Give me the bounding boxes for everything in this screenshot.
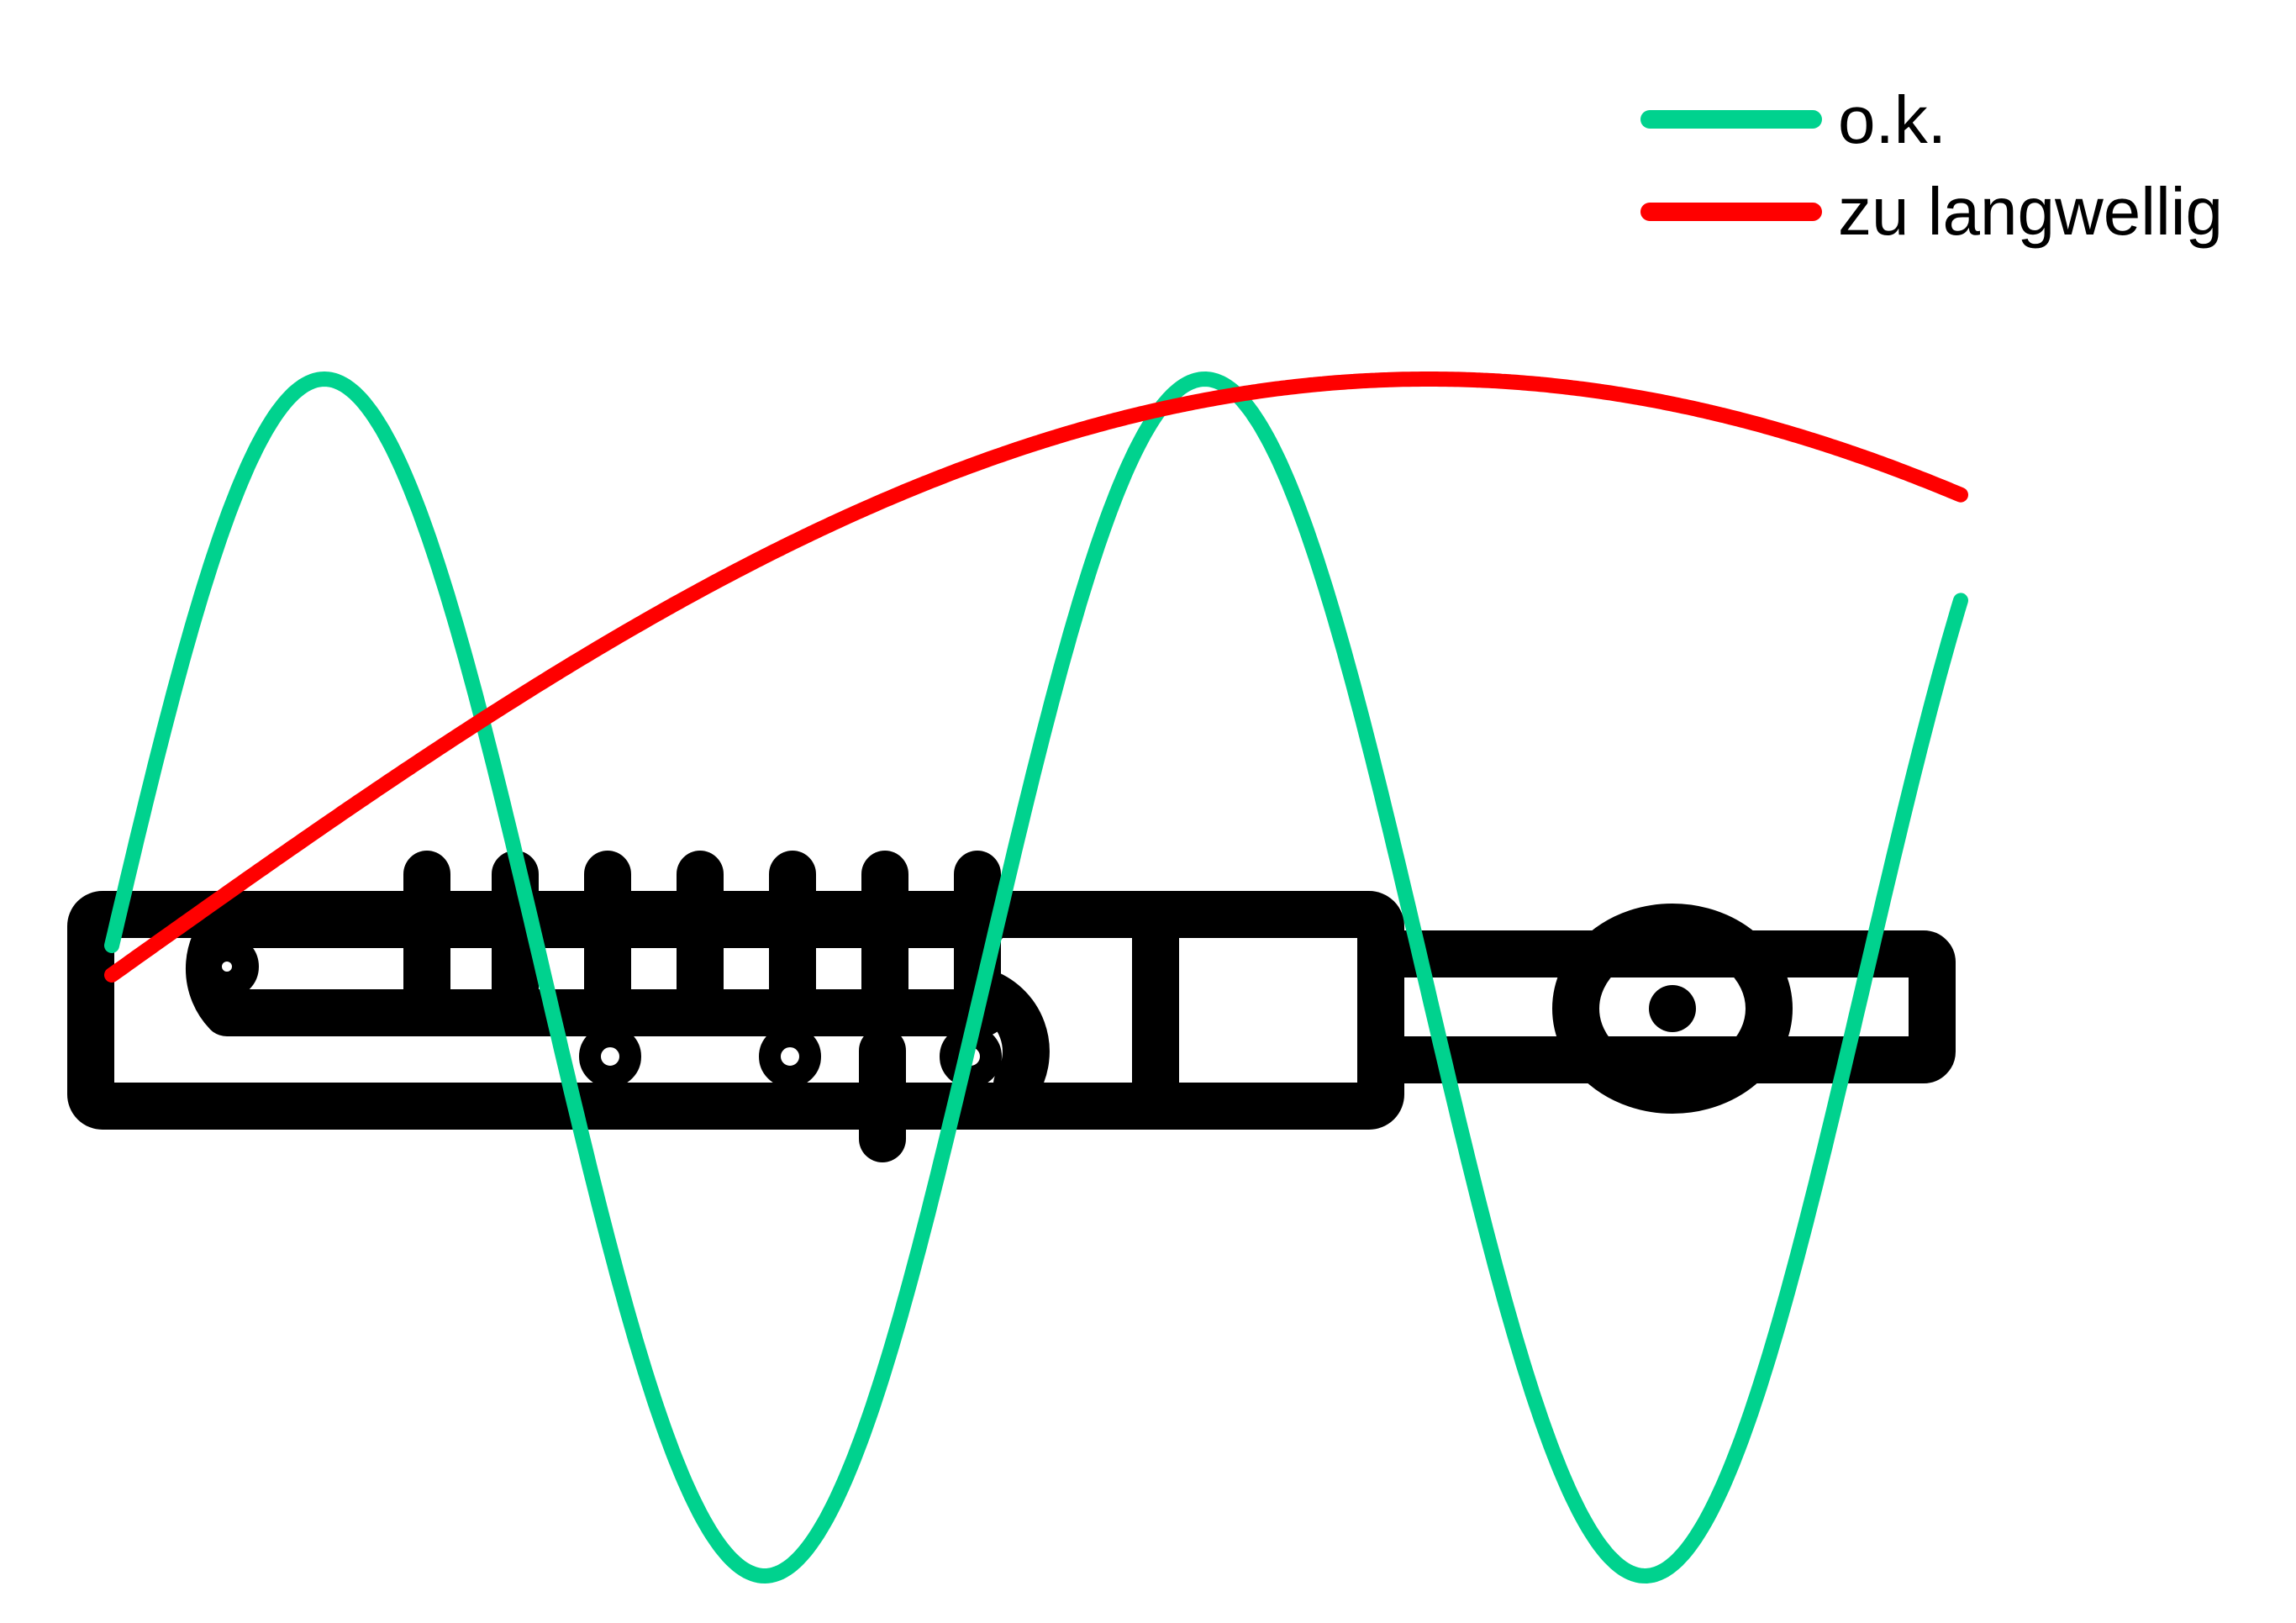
legend-label-long: zu langwellig	[1838, 174, 2224, 249]
flute-tone-holes	[579, 1025, 1002, 1088]
long-wave-line	[104, 371, 1968, 983]
flute-keys	[403, 851, 1001, 1036]
flute-lip-plate	[1552, 904, 1793, 1114]
flute-bulge	[960, 968, 1050, 1108]
legend-label-ok: o.k.	[1838, 82, 1946, 157]
flute-holes	[195, 935, 1696, 1032]
flute-hole	[1649, 985, 1696, 1032]
flute-head-joint	[1357, 930, 1956, 1083]
legend	[1640, 110, 1822, 221]
flute-hole	[195, 935, 259, 999]
ok-wave-line	[104, 371, 1968, 1583]
